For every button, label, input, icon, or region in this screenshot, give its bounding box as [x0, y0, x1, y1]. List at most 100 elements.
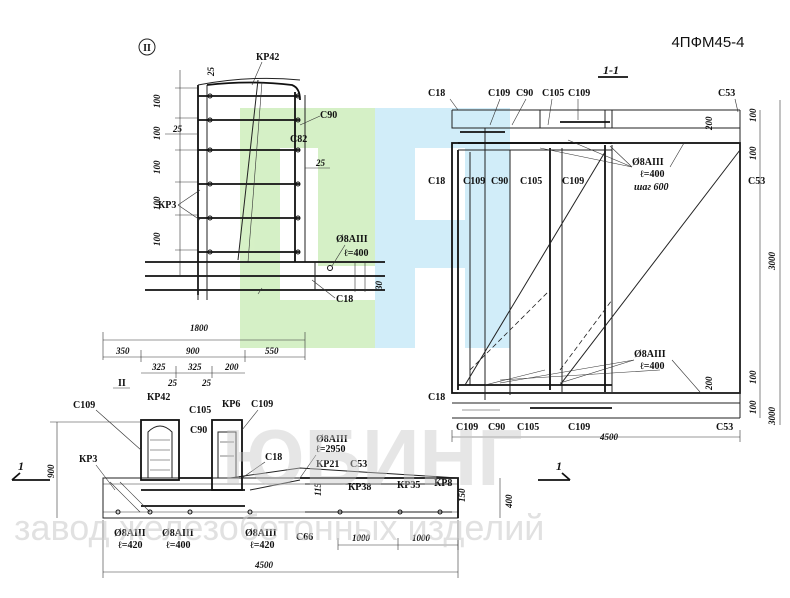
section-mid-label-4: С109: [562, 176, 584, 187]
cut-marker-left: 1: [18, 459, 24, 473]
section-note-0-l: ℓ=400: [640, 169, 664, 180]
plan-dim-325b: 325: [187, 362, 202, 372]
section-top-label-1: С109: [488, 88, 510, 99]
section-1-1: 1-1: [428, 63, 781, 442]
plan-dim-325a: 325: [151, 362, 166, 372]
plan-label-c90: С90: [190, 425, 207, 436]
section-mid-label-1: С109: [463, 176, 485, 187]
detail-ii: II: [138, 38, 385, 305]
section-bottom-label-0: С18: [428, 392, 445, 403]
plan-dim-900: 900: [186, 346, 200, 356]
plan-dim-total-top: 1800: [190, 323, 209, 333]
detail-marker: II: [143, 43, 151, 54]
plan-note-3-d: Ø8АIII: [245, 528, 277, 539]
plan-dim-400: 400: [504, 494, 514, 509]
detail-label-kr3: КР3: [158, 200, 176, 211]
plan-detail-marker: II: [118, 378, 126, 389]
watermark-brand: ЮБИНГ: [222, 413, 523, 502]
plan-label-c18: С18: [265, 452, 282, 463]
section-dim-right-3: 3000: [767, 252, 777, 272]
detail-dim-6: 25: [172, 124, 183, 134]
plan-label-c109-right: С109: [251, 399, 273, 410]
plan-note-0-d: Ø8АIII: [316, 434, 348, 445]
plan-label-kr38: КР38: [348, 482, 371, 493]
detail-dim-3: 100: [152, 160, 162, 174]
detail-dim-2: 100: [152, 126, 162, 140]
detail-label-kr42: КР42: [256, 52, 279, 63]
section-note-1-l: ℓ=400: [640, 361, 664, 372]
plan-label-c66: С66: [296, 532, 313, 543]
section-bottom-label-1: С109: [456, 422, 478, 433]
plan-note-2-l: ℓ=400: [166, 540, 190, 551]
plan-dim-550: 550: [265, 346, 279, 356]
plan-view: 1800 350 900 550 325 325 200 25 25 II: [11, 323, 571, 578]
plan-dim-1000b: 1000: [412, 533, 431, 543]
drawing-title: 4ПФМ45-4: [671, 34, 744, 51]
detail-label-rebar: Ø8АIII: [336, 234, 368, 245]
section-top-label-0: С18: [428, 88, 445, 99]
plan-label-c53: С53: [350, 459, 367, 470]
section-mid-label-2: С90: [491, 176, 508, 187]
section-bottom-label-4: С109: [568, 422, 590, 433]
section-bottom-label-5: С53: [716, 422, 733, 433]
section-dim-right-7: 3000: [767, 407, 777, 427]
plan-note-0-l: ℓ=2950: [316, 444, 345, 455]
detail-rungs: [198, 95, 300, 253]
plan-label-kr6: КР6: [222, 399, 240, 410]
section-dim-right-2: 100: [748, 146, 758, 160]
section-dim-right-6: 100: [748, 400, 758, 414]
section-top-label-5: С53: [718, 88, 735, 99]
section-mid-label-3: С105: [520, 176, 542, 187]
plan-note-2-d: Ø8АIII: [162, 528, 194, 539]
plan-dim-25a: 25: [167, 378, 178, 388]
plan-dim-200: 200: [224, 362, 239, 372]
plan-label-kr8: КР8: [434, 478, 452, 489]
detail-label-length: ℓ=400: [344, 248, 368, 259]
section-top-label-2: С90: [516, 88, 533, 99]
detail-dim-5: 100: [152, 232, 162, 246]
section-dim-right-4: 100: [748, 370, 758, 384]
section-bottom-label-2: С90: [488, 422, 505, 433]
detail-dim-8: 30: [374, 281, 384, 292]
plan-note-3-l: ℓ=420: [250, 540, 274, 551]
detail-label-c18: С18: [336, 294, 353, 305]
section-note-1-d: Ø8АIII: [634, 349, 666, 360]
watermark-slogan: завод железобетонных изделий: [14, 507, 544, 548]
watermark-logo: [240, 108, 510, 348]
plan-label-kr42: КР42: [147, 392, 170, 403]
plan-note-1-l: ℓ=420: [118, 540, 142, 551]
detail-label-c82: С82: [290, 134, 307, 145]
plan-note-1-d: Ø8АIII: [114, 528, 146, 539]
section-top-label-3: С105: [542, 88, 564, 99]
detail-dim-4: 100: [152, 196, 162, 210]
section-note-0-extra: шаг 600: [634, 182, 669, 193]
section-mid-label-0: С18: [428, 176, 445, 187]
cut-marker-right: 1: [556, 459, 562, 473]
section-dim-right-1: 200: [704, 116, 714, 131]
detail-dim-0: 25: [206, 67, 216, 78]
plan-label-kr35: КР35: [397, 480, 420, 491]
plan-dim-1000a: 1000: [352, 533, 371, 543]
section-dim-right-5: 200: [704, 376, 714, 391]
plan-dim-350: 350: [115, 346, 130, 356]
plan-dim-900-side: 900: [46, 464, 56, 478]
plan-dim-115: 115: [313, 482, 323, 496]
watermark-text: ЮБИНГ завод железобетонных изделий: [14, 413, 544, 548]
detail-label-c90: С90: [320, 110, 337, 121]
section-bottom-label-3: С105: [517, 422, 539, 433]
section-mid-label-5: С53: [748, 176, 765, 187]
plan-label-c105: С105: [189, 405, 211, 416]
plan-label-c109-left: C109: [73, 400, 95, 411]
plan-dim-4500: 4500: [254, 560, 274, 570]
section-top-label-4: С109: [568, 88, 590, 99]
plan-dim-150: 150: [457, 488, 467, 502]
plan-label-kr3: КР3: [79, 454, 97, 465]
plan-dim-25b: 25: [201, 378, 212, 388]
section-note-0-d: Ø8АIII: [632, 157, 664, 168]
section-dim-bottom: 4500: [599, 432, 619, 442]
plan-label-kr21: КР21: [316, 459, 339, 470]
section-marker: 1-1: [603, 63, 619, 77]
section-dim-right-0: 100: [748, 108, 758, 122]
